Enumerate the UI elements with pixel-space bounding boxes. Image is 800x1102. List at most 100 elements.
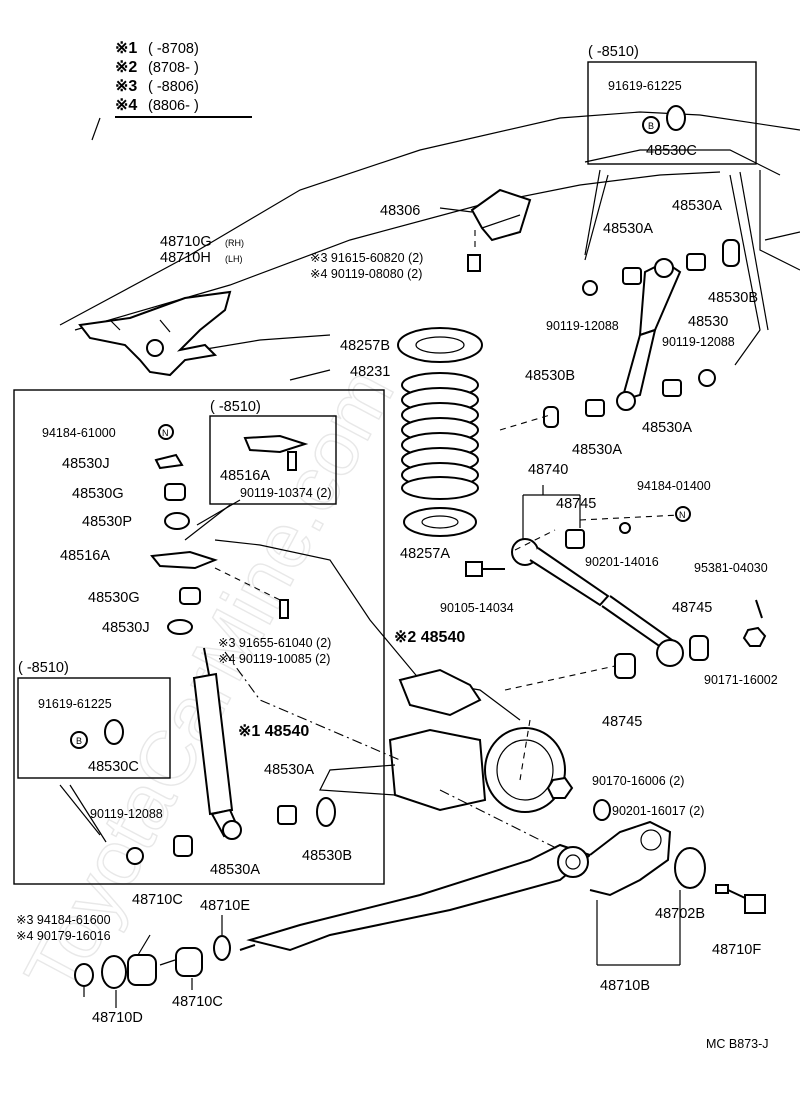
part-label: ※4 90119-10085 (2) <box>218 652 330 666</box>
bushing <box>722 239 740 267</box>
part-label: 48530G <box>72 486 124 502</box>
lateral-rod <box>511 538 684 667</box>
part-label: 94184-01400 <box>637 479 711 493</box>
part-label: 90171-16002 <box>704 673 778 687</box>
part-label: 90201-14016 <box>585 555 659 569</box>
washer <box>593 799 611 821</box>
inset-part-label: 91619-61225 <box>38 697 112 711</box>
badge-b-label: B <box>648 121 654 131</box>
part-label: 48530 <box>688 314 728 330</box>
bolt <box>715 884 729 894</box>
part-label: 48710G <box>160 234 212 250</box>
part-label: 90119-12088 <box>662 335 735 349</box>
part-label: 48530A <box>572 442 622 458</box>
bolt <box>698 369 716 387</box>
cushion <box>167 619 193 635</box>
part-label: 48530A <box>603 221 653 237</box>
bushing <box>614 653 636 679</box>
badge-n-label: N <box>679 510 686 520</box>
part-label: ※3 91615-60820 (2) <box>310 251 423 265</box>
part-label: 48530A <box>642 420 692 436</box>
nut-badge <box>675 506 691 522</box>
inset-box-left-top: ( -8510) 48516A 90119-10374 (2) <box>209 399 337 505</box>
part-label: 48257A <box>400 546 450 562</box>
bushing <box>585 399 605 417</box>
part-label: 48530B <box>525 368 575 384</box>
axle-housing <box>214 539 566 813</box>
spring-bracket <box>78 290 232 377</box>
bump-stopper <box>439 188 532 272</box>
inset-part-label: 48530C <box>88 759 139 775</box>
legend-mark: ※4 <box>115 97 137 114</box>
part-label: 48516A <box>60 548 110 564</box>
part-label: 48530J <box>62 456 110 472</box>
inset-range: ( -8510) <box>18 660 69 676</box>
part-label: ※1 48540 <box>238 723 309 740</box>
shock-absorber-right <box>616 258 682 411</box>
legend: ※1 ( -8708) ※2 (8708- ) ※3 ( -8806) ※4 (… <box>91 40 252 141</box>
bushing <box>674 847 706 889</box>
inset-part-label: 91619-61225 <box>608 79 682 93</box>
inset-range: ( -8510) <box>588 44 639 60</box>
lower-control-arm <box>246 820 672 952</box>
part-label: 48530P <box>82 514 132 530</box>
washer <box>619 522 631 534</box>
bolt <box>279 599 289 619</box>
cushion <box>164 483 186 501</box>
shock-absorber-left <box>192 647 242 840</box>
part-label: 48702B <box>655 906 705 922</box>
part-label: 48257B <box>340 338 390 354</box>
part-label: 48530B <box>302 848 352 864</box>
legend-mark: ※2 <box>115 59 137 76</box>
part-label: 48530G <box>88 590 140 606</box>
bushing <box>173 835 193 857</box>
part-label: 48745 <box>556 496 596 512</box>
part-label: 48740 <box>528 462 568 478</box>
part-label: ※2 48540 <box>394 629 465 646</box>
bolt <box>126 847 144 865</box>
bushing <box>543 406 559 428</box>
insulator-lower <box>403 507 477 537</box>
leader-lines <box>59 169 769 1008</box>
part-label: 48710F <box>712 942 761 958</box>
inset-part-label: 90119-10374 (2) <box>240 486 332 500</box>
legend-range: (8806- ) <box>148 98 199 114</box>
legend-mark: ※1 <box>115 40 137 57</box>
footer-code: MC B873-J <box>706 1037 769 1051</box>
part-label: 48710E <box>200 898 250 914</box>
bolt <box>465 561 483 577</box>
bushing <box>74 963 94 987</box>
badge-n-label: N <box>162 428 169 438</box>
part-label: ※3 91655-61040 (2) <box>218 636 331 650</box>
part-label: 48530A <box>264 762 314 778</box>
cushion <box>154 453 184 470</box>
coil-spring <box>401 372 479 500</box>
bushing <box>101 955 127 989</box>
part-label: 48745 <box>672 600 712 616</box>
part-label: 48530J <box>102 620 150 636</box>
part-label: 48530A <box>210 862 260 878</box>
inset-range: ( -8510) <box>210 399 261 415</box>
legend-row: ※4 (8806- ) <box>115 97 199 114</box>
nut <box>742 626 767 647</box>
bushing <box>127 954 157 986</box>
bushing <box>277 805 297 825</box>
legend-row: ※2 (8708- ) <box>115 59 199 76</box>
legend-pointer <box>91 117 101 141</box>
badge-b <box>642 116 660 134</box>
part-label: 90170-16006 (2) <box>592 774 684 788</box>
bushing <box>662 379 682 397</box>
nut-badge <box>158 424 174 440</box>
part-label-suffix: (LH) <box>225 254 243 264</box>
part-label: 90119-12088 <box>90 807 163 821</box>
part-label: 48710C <box>132 892 183 908</box>
legend-row: ※1 ( -8708) <box>115 40 199 57</box>
legend-range: ( -8708) <box>148 41 199 57</box>
bushing <box>622 267 642 285</box>
part-label: 48710B <box>600 978 650 994</box>
bushing <box>565 529 585 549</box>
part-label: 90201-16017 (2) <box>612 804 704 818</box>
inset-box-left-bottom: ( -8510) 91619-61225 B 48530C <box>17 660 171 779</box>
legend-row: ※3 ( -8806) <box>115 78 199 95</box>
